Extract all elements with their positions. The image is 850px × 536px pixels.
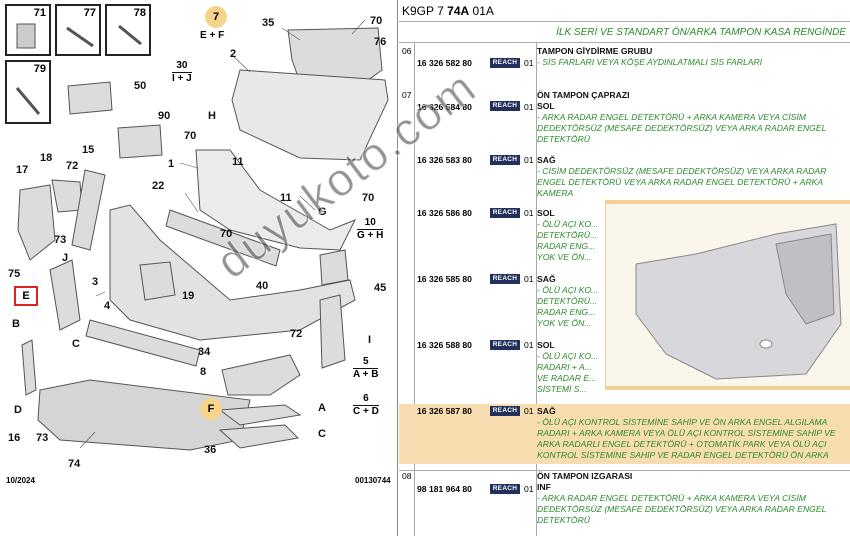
callout-C2: C [318, 428, 326, 440]
reach-badge: REACH [490, 101, 520, 111]
callout-4: 4 [104, 300, 111, 312]
callout-74: 74 [68, 458, 81, 470]
callout-75: 75 [8, 268, 21, 280]
callout-72b: 72 [290, 328, 303, 340]
figure-code: 00130744 [355, 476, 391, 485]
trim-c-part [218, 424, 300, 449]
reach-badge: REACH [490, 406, 520, 416]
bumper-upper-part [195, 149, 357, 251]
thumbnail-79: 79 [5, 60, 51, 124]
grille-19-part [139, 261, 176, 301]
callout-8: 8 [200, 366, 207, 378]
side-trim-d-part [21, 339, 37, 396]
crossbar-part [165, 209, 281, 267]
clip-50-part [67, 81, 113, 115]
callout-2: 2 [230, 48, 237, 60]
callout-22: 22 [152, 180, 165, 192]
bumper-main-part [109, 204, 356, 341]
divider [536, 43, 537, 536]
callout-19: 19 [182, 290, 195, 302]
callout-40: 40 [256, 280, 269, 292]
callout-D: D [14, 404, 22, 416]
bracket-18-part [51, 179, 83, 213]
lower-grille-part [85, 319, 201, 367]
bracket-17-part [17, 184, 56, 261]
callout-73b: 73 [36, 432, 49, 444]
bracket-15-part [71, 169, 106, 251]
reach-badge: REACH [490, 58, 520, 68]
callout-70d: 70 [220, 228, 233, 240]
callout-I: I [368, 334, 372, 346]
table-row[interactable]: 08 98 181 964 80 REACH 01 ÖN TAMPON IZGA… [399, 470, 850, 525]
callout-73: 73 [54, 234, 67, 246]
thumbnail-71: 71 [5, 4, 51, 56]
part-photo [605, 200, 850, 390]
fog-lamp-part [221, 354, 301, 396]
bracket-45-part [319, 249, 349, 286]
reach-badge: REACH [490, 208, 520, 218]
callout-90: 90 [158, 110, 171, 122]
callout-H: H [208, 110, 216, 122]
right-trim-i-part [319, 294, 346, 369]
callout-1: 1 [168, 158, 175, 170]
callout-J: J [62, 252, 69, 264]
marker-F: F [200, 398, 222, 420]
callout-G: G [318, 206, 327, 218]
trim-a-part [218, 404, 302, 426]
callout-B: B [12, 318, 20, 330]
callout-76: 76 [374, 36, 387, 48]
selected-row-highlight [399, 404, 850, 464]
callout-50: 50 [134, 80, 147, 92]
callout-16: 16 [8, 432, 21, 444]
catalog-header: K9GP 7 74A 01A [399, 0, 850, 22]
callout-45: 45 [374, 282, 387, 294]
group-7-marker: 7 [205, 6, 227, 28]
divider [414, 43, 415, 536]
reach-badge: REACH [490, 274, 520, 284]
callout-11a: 11 [232, 156, 244, 168]
diagram-date: 10/2024 [6, 476, 35, 485]
thumbnail-78: 78 [105, 4, 151, 56]
callout-35: 35 [262, 17, 275, 29]
parts-drawing [17, 19, 389, 451]
skid-plate-part [37, 379, 251, 451]
thumbnail-77: 77 [55, 4, 101, 56]
bumper-corner-image [635, 223, 842, 380]
callout-17: 17 [16, 164, 29, 176]
callout-36: 36 [204, 444, 217, 456]
group-7-letters: E + F [200, 30, 225, 41]
reach-badge: REACH [490, 155, 520, 165]
callout-34: 34 [198, 346, 211, 358]
callout-70b: 70 [184, 130, 197, 142]
callout-3: 3 [92, 276, 99, 288]
grille-part [231, 69, 389, 161]
callout-15: 15 [82, 144, 95, 156]
reach-badge: REACH [490, 484, 520, 494]
catalog-subtitle: İLK SERİ VE STANDART ÖN/ARKA TAMPON KASA… [399, 23, 850, 43]
callout-18: 18 [40, 152, 53, 164]
callout-70c: 70 [362, 192, 375, 204]
marker-E: E [14, 286, 38, 306]
callout-72: 72 [66, 160, 79, 172]
reach-badge: REACH [490, 340, 520, 350]
callout-11b: 11 [280, 192, 292, 204]
side-trim-j-part [49, 259, 81, 331]
callout-A: A [318, 402, 326, 414]
callout-70: 70 [370, 15, 383, 27]
box-90-part [117, 124, 163, 159]
parts-catalog: K9GP 7 74A 01A İLK SERİ VE STANDART ÖN/A… [399, 0, 850, 536]
callout-C: C [72, 338, 80, 350]
